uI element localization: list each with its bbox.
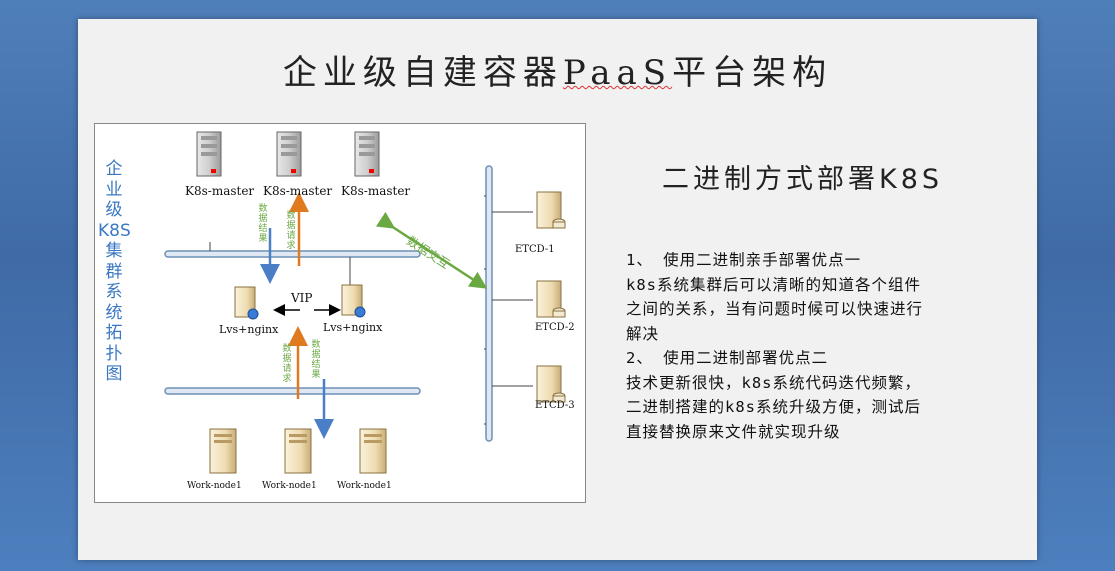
slide: 企业级自建容器PaaS平台架构 — [78, 19, 1037, 560]
master-server-icon — [196, 131, 222, 177]
topology-svg — [164, 131, 566, 474]
data-result-label-lower: 数据结果 — [311, 340, 321, 380]
body-line: 之间的关系，当有问题时候可以快速进行 — [626, 300, 924, 318]
etcd-label: ETCD-2 — [535, 322, 575, 333]
master-label: K8s-master — [341, 184, 411, 198]
data-request-label-lower: 数据请求 — [282, 344, 292, 384]
etcd-label: ETCD-3 — [535, 400, 575, 411]
data-result-label-upper: 数据结果 — [258, 204, 268, 244]
worker-server-icon — [284, 428, 312, 474]
lower-network-bus — [164, 387, 421, 395]
body-line: 1、 使用二进制亲手部署优点一 — [626, 251, 862, 269]
lvs-server-icon — [341, 284, 366, 318]
worker-label: Work-node1 — [262, 481, 317, 491]
topology-diagram: K8s-master K8s-master K8s-master ETCD-1 … — [94, 123, 586, 503]
etcd-network-bus — [484, 165, 533, 442]
upper-network-bus — [164, 250, 421, 258]
lvs-server-icon — [234, 286, 259, 320]
body-line: 2、 使用二进制部署优点二 — [626, 349, 829, 367]
vip-label: VIP — [291, 291, 313, 305]
master-server-icon — [276, 131, 302, 177]
etcd-server-icon — [536, 191, 566, 229]
worker-label: Work-node1 — [187, 481, 242, 491]
master-label: K8s-master — [185, 184, 255, 198]
etcd-label: ETCD-1 — [515, 244, 555, 255]
lvs-label: Lvs+nginx — [219, 323, 279, 336]
etcd-server-icon — [536, 280, 566, 318]
etcd-server-icon — [536, 365, 566, 403]
body-line: k8s系统集群后可以清晰的知道各个组件 — [626, 275, 921, 294]
worker-server-icon — [359, 428, 387, 474]
master-server-icon — [354, 131, 380, 177]
body-line: 二进制搭建的k8s系统升级方便，测试后 — [626, 398, 921, 416]
master-label: K8s-master — [263, 184, 333, 198]
data-exchange-arrow — [375, 211, 488, 289]
paas-word: PaaS — [562, 53, 673, 93]
body-line: 直接替换原来文件就实现升级 — [626, 422, 841, 441]
body-line: 解决 — [626, 324, 660, 343]
worker-label: Work-node1 — [337, 481, 392, 491]
data-request-label-upper: 数据请求 — [286, 211, 296, 251]
body-line: 技术更新很快，k8s系统代码迭代频繁， — [626, 373, 921, 392]
lvs-label: Lvs+nginx — [323, 321, 383, 334]
body-text: 1、 使用二进制亲手部署优点一 k8s系统集群后可以清晰的知道各个组件 之间的关… — [626, 248, 1006, 444]
worker-server-icon — [209, 428, 237, 474]
subtitle: 二进制方式部署K8S — [662, 164, 944, 195]
slide-title: 企业级自建容器PaaS平台架构 — [282, 53, 833, 93]
